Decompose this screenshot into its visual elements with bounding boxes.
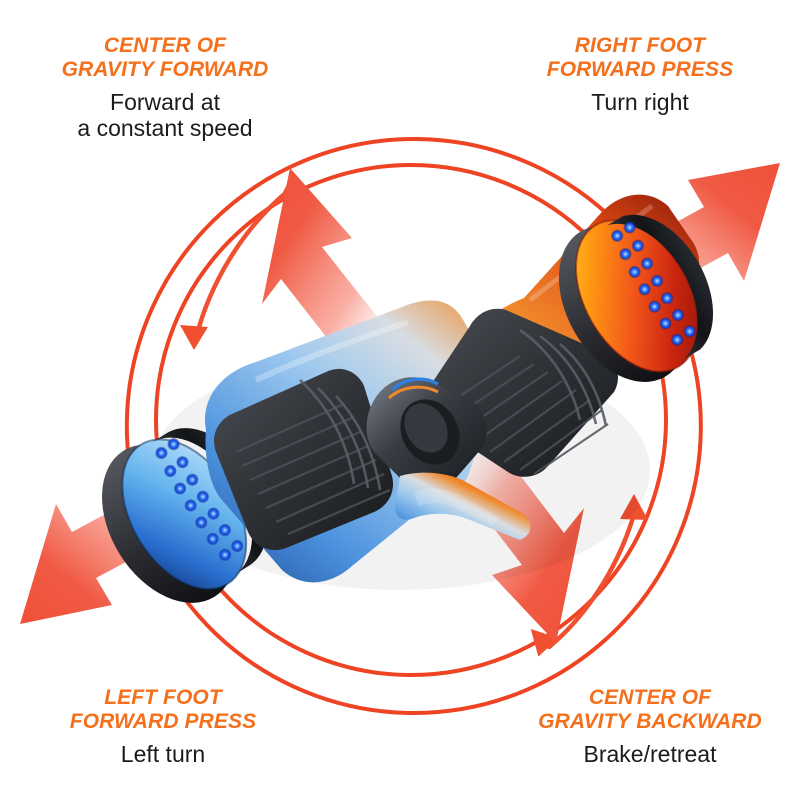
label-bl-heading-line1: LEFT FOOT: [104, 686, 222, 709]
label-tl-heading-line2: GRAVITY FORWARD: [61, 57, 269, 81]
label-bl-heading: LEFT FOOT FORWARD PRESS: [28, 686, 298, 734]
right-hub: [576, 220, 698, 372]
label-tr-sub-line1: Turn right: [591, 88, 689, 115]
label-br-heading-line2: GRAVITY BACKWARD: [538, 709, 762, 733]
right-led-strip: [607, 214, 714, 359]
left-foot-deck: [213, 368, 394, 551]
label-bl-sub-line1: Left turn: [120, 740, 206, 767]
label-tl-sub: Forward at a constant speed: [30, 89, 300, 141]
arrow-forward-up-left: [262, 168, 394, 370]
inner-rotation-circle: [154, 163, 668, 677]
label-center-of-gravity-forward: CENTER OF GRAVITY FORWARD Forward at a c…: [30, 34, 300, 141]
label-br-sub: Brake/retreat: [500, 741, 800, 767]
label-tl-sub-line1: Forward at: [110, 88, 220, 115]
label-br-heading-line1: CENTER OF: [588, 686, 712, 709]
label-tl-heading-line1: CENTER OF: [103, 34, 227, 57]
label-br-heading: CENTER OF GRAVITY BACKWARD: [500, 686, 800, 734]
center-pivot: [366, 377, 487, 492]
label-br-sub-line1: Brake/retreat: [583, 740, 717, 767]
label-bl-sub: Left turn: [28, 741, 298, 767]
right-led-lights: [610, 221, 696, 346]
label-tr-heading: RIGHT FOOT FORWARD PRESS: [505, 34, 775, 82]
right-wheel-assembly: [558, 214, 714, 382]
label-left-foot-forward-press: LEFT FOOT FORWARD PRESS Left turn: [28, 686, 298, 767]
hoverboard-illustration: [102, 194, 714, 603]
arrow-brake-down-right: [452, 441, 584, 643]
label-tl-sub-line2: a constant speed: [77, 115, 253, 142]
label-right-foot-forward-press: RIGHT FOOT FORWARD PRESS Turn right: [505, 34, 775, 115]
label-center-of-gravity-backward: CENTER OF GRAVITY BACKWARD Brake/retreat: [500, 686, 800, 767]
label-tr-heading-line2: FORWARD PRESS: [546, 57, 734, 81]
label-bl-heading-line2: FORWARD PRESS: [69, 709, 257, 733]
fender-handle: [394, 472, 531, 540]
label-tr-sub: Turn right: [505, 89, 775, 115]
label-tl-heading: CENTER OF GRAVITY FORWARD: [30, 34, 300, 82]
left-led-lights: [155, 438, 244, 561]
label-tr-heading-line1: RIGHT FOOT: [574, 34, 706, 57]
